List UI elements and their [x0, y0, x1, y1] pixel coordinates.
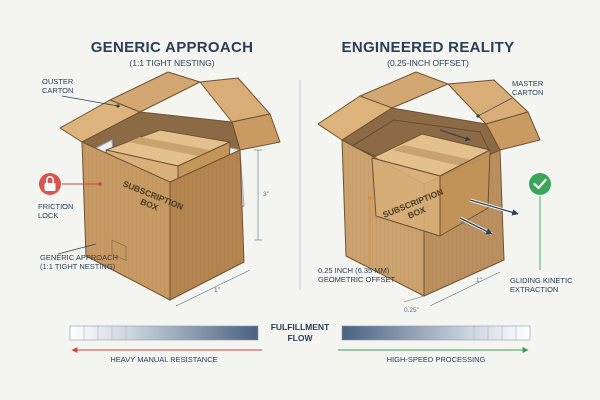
left-flow-bar	[69, 325, 259, 341]
resistance-caption: HEAVY MANUAL RESISTANCE	[110, 355, 217, 364]
gliding-label-2: EXTRACTION	[510, 285, 558, 294]
left-title: GENERIC APPROACH	[91, 39, 254, 56]
right-width-value: 1"	[476, 277, 483, 284]
right-offset-dim	[403, 295, 425, 303]
right-title: ENGINEERED REALITY	[342, 39, 515, 56]
right-flow-bar	[341, 325, 531, 341]
outer-carton-label-2: CARTON	[42, 86, 73, 95]
right-width-dim	[429, 271, 501, 307]
flow-label-2: FLOW	[287, 333, 313, 343]
generic-approach-label: GENERIC APPROACH	[40, 253, 118, 262]
padlock-icon	[39, 173, 61, 195]
friction-lock-label: FRICTION	[38, 202, 73, 211]
checkmark-icon	[529, 173, 551, 195]
friction-lock-label-2: LOCK	[38, 211, 58, 220]
offset-label-2: GEOMETRIC OFFSET	[318, 275, 396, 284]
outer-carton-label: OUSTER	[42, 77, 74, 86]
master-carton-label: MASTER	[512, 79, 544, 88]
speed-caption: HIGH-SPEED PROCESSING	[387, 355, 486, 364]
left-subtitle: (1:1 TIGHT NESTING)	[129, 58, 214, 68]
left-width-dim	[175, 269, 251, 307]
fulfillment-flow: FULFILLMENT FLOW HEAVY MANUAL RESISTANCE…	[69, 322, 531, 364]
gliding-label: GLIDING KINETIC	[510, 276, 573, 285]
master-carton	[317, 71, 541, 297]
right-panel: ENGINEERED REALITY (0.25-INCH OFFSET)	[317, 39, 573, 314]
master-carton-label-2: CARTON	[512, 88, 543, 97]
left-height-value: 3"	[263, 191, 270, 198]
flow-label: FULFILLMENT	[271, 322, 330, 332]
offset-label: 0.25 INCH (6.35 MM)	[318, 266, 390, 275]
master-carton-leader	[477, 97, 513, 117]
generic-approach-label-2: (1:1 TIGHT NESTING)	[40, 262, 116, 271]
left-panel: GENERIC APPROACH (1:1 TIGHT NESTING)	[38, 39, 281, 307]
right-subtitle: (0.25-INCH OFFSET)	[387, 58, 469, 68]
outer-carton-leader	[61, 95, 119, 107]
extraction-arrows	[439, 129, 519, 236]
generic-approach-leader	[57, 243, 97, 255]
right-offset-value: 0.25"	[404, 307, 420, 314]
outer-carton	[59, 71, 281, 301]
left-width-value: 1"	[214, 287, 221, 294]
